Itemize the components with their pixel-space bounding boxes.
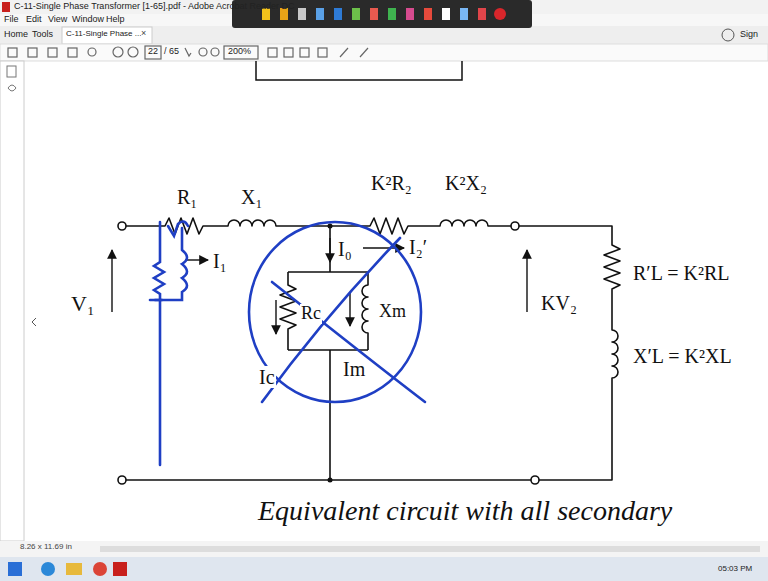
current-label: I₁ — [212, 250, 228, 272]
scroll-arrow — [32, 318, 36, 326]
resistor-label: R₁ — [176, 186, 198, 208]
toolbar — [0, 44, 768, 61]
menu-item: Help — [106, 15, 125, 25]
shunt-branch — [280, 226, 368, 480]
menu-item: Edit — [26, 15, 42, 25]
tab-label: Home — [4, 30, 28, 40]
tab-label: Tools — [32, 30, 53, 40]
reactance-label: K²X₂ — [444, 172, 488, 194]
reactance-label: Xm — [378, 302, 407, 322]
load-label: X′L = K²XL — [632, 345, 733, 367]
menu-item: View — [48, 15, 67, 25]
zoom-level: 200% — [228, 47, 251, 57]
toolbar-icons — [8, 46, 368, 59]
current-arrows — [112, 238, 527, 334]
equivalent-circuit — [122, 218, 620, 480]
toolbar-label: Sign — [740, 30, 758, 40]
taskbar-icons — [8, 562, 127, 576]
page-number: 22 — [148, 47, 158, 57]
menu-item: File — [4, 15, 19, 25]
pen-annotation — [150, 221, 425, 465]
clock: 05:03 PM — [718, 565, 752, 574]
app-icon — [2, 2, 10, 12]
tab-bar — [0, 26, 768, 44]
load-label: R′L = K²RL — [632, 262, 730, 284]
status-bar — [0, 541, 768, 557]
reactance-label: X₁ — [240, 186, 263, 208]
document-tab — [62, 27, 152, 44]
page-size: 8.26 x 11.69 in — [20, 543, 72, 552]
window-title: C-11-Single Phase Transformer [1-65].pdf… — [14, 2, 294, 12]
current-label: I₂′ — [408, 236, 428, 258]
junctions — [328, 224, 333, 483]
box-edge — [256, 61, 462, 80]
scroll-bar — [100, 546, 760, 552]
tab-label: C-11-Single Phase ... — [66, 30, 141, 39]
pen-tool-icons — [262, 8, 506, 20]
current-label: Ic — [258, 366, 276, 388]
page-count: / 65 — [164, 47, 179, 57]
current-label: Im — [342, 358, 366, 380]
taskbar — [0, 557, 768, 581]
figure-caption: Equivalent circuit with all secondary — [258, 496, 672, 527]
side-icons — [7, 66, 16, 91]
menu-item: Window — [72, 15, 104, 25]
side-panel — [0, 61, 24, 541]
terminals — [118, 222, 539, 484]
voltage-label: KV₂ — [540, 292, 578, 314]
help-icon — [722, 29, 734, 41]
close-mark: × — [141, 29, 146, 39]
voltage-label: V₁ — [70, 292, 96, 316]
resistor-label: Rc — [300, 304, 322, 324]
resistor-label: K²R₂ — [370, 172, 413, 194]
main-wire — [122, 218, 620, 480]
current-label: I₀ — [337, 238, 353, 260]
